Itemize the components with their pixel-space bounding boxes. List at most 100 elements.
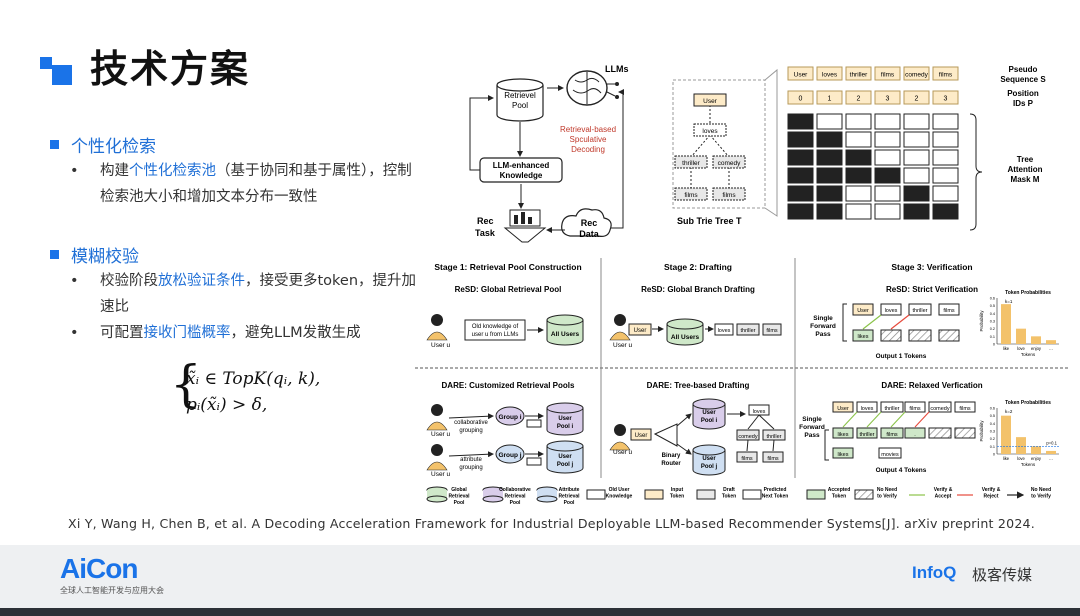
mask-cell <box>845 149 872 166</box>
token-label: films <box>766 328 778 334</box>
mask-cell <box>932 167 959 184</box>
item-text: ，避免LLM发散生成 <box>230 325 361 341</box>
position-id-label: 2 <box>857 96 861 103</box>
legend-label: Retrieval <box>448 494 470 500</box>
mask-label: Tree <box>1017 155 1034 164</box>
legend-swatch <box>537 490 557 499</box>
accept-arrow <box>862 314 882 330</box>
prob-bar <box>1046 340 1056 344</box>
mask-cell <box>903 167 930 184</box>
mask-cell <box>787 131 814 148</box>
stage-1-title: Stage 1: Retrieval Pool Construction <box>434 262 581 272</box>
token-label: loves <box>885 308 898 314</box>
draft-token <box>762 323 782 336</box>
item-text: 校验阶段 <box>100 273 158 289</box>
token-label: User <box>857 308 869 314</box>
figure-svg: Retrievel Pool LLMs Retrieval-based Spcu… <box>415 64 1070 506</box>
stage-grid: Stage 1: Retrieval Pool Construction Sta… <box>415 258 1070 478</box>
mask-cell <box>787 203 814 220</box>
user-icon <box>426 314 448 341</box>
dare-stage-2: User u User Binary Router User Pool i Us… <box>609 398 786 476</box>
trie-node-label: loves <box>702 128 718 135</box>
x-tick-label: like <box>1003 346 1010 351</box>
legend-label: Pool <box>564 500 575 506</box>
position-id-label: 0 <box>799 96 803 103</box>
group-i-node <box>495 406 525 426</box>
mask-cell <box>845 113 872 130</box>
draft-token <box>880 303 902 316</box>
mask-cell <box>787 185 814 202</box>
user-pool-i: User Pool i <box>546 402 584 436</box>
position-label: IDs P <box>1013 99 1034 108</box>
pseudo-label: Sequence S <box>1000 75 1046 84</box>
title-square-icon <box>40 49 76 85</box>
mask-cell <box>874 203 901 220</box>
old-knowledge-box <box>464 319 526 341</box>
prob-bar <box>1016 437 1026 454</box>
knowledge-label: Knowledge <box>500 171 543 180</box>
trie-node-label: films <box>684 192 698 199</box>
mask-cell <box>787 113 814 130</box>
item-highlight: 放松验证条件 <box>158 273 245 289</box>
x-tick-label: love <box>1017 346 1025 351</box>
mask-cell <box>874 149 901 166</box>
position-id <box>816 90 843 105</box>
no-verify-token <box>938 329 960 342</box>
pool-label: Retrievel <box>504 91 536 100</box>
brain-icon <box>566 70 619 106</box>
legend-label: Retrieval <box>558 494 580 500</box>
legend-label: Reject <box>983 494 998 500</box>
legend-label: Accepted <box>828 487 851 493</box>
mask-cell <box>903 203 930 220</box>
pseudo-token <box>845 66 872 81</box>
knowledge-box <box>526 419 542 428</box>
chart-title: Token Probabilities <box>1005 290 1051 296</box>
legend-label: Verify & <box>982 487 1001 493</box>
user-label: User u <box>431 431 451 438</box>
accepted-token <box>880 427 904 439</box>
legend-label: Token <box>670 494 684 500</box>
x-axis-label: Tokens <box>1021 462 1036 467</box>
trie-node-label: films <box>722 192 736 199</box>
k-annotation: k=2 <box>1005 409 1013 414</box>
all-users-pool: All Users <box>666 318 704 346</box>
footer-bar <box>0 608 1080 616</box>
rsd-label: Decoding <box>571 145 605 154</box>
retrieval-pool-cylinder: Retrievel Pool <box>496 78 544 122</box>
group-label: Group i <box>498 414 521 421</box>
user-icon <box>609 314 631 341</box>
token-label: thriller <box>860 432 875 438</box>
accepted-token <box>832 447 854 459</box>
pseudo-token-label: films <box>881 72 895 79</box>
y-tick-label: 0.3 <box>990 430 995 434</box>
legend-label: Token <box>832 494 846 500</box>
binary-router-icon <box>653 423 678 447</box>
item-highlight: 接收门槛概率 <box>143 325 231 341</box>
dare-s2-title: DARE: Tree-based Drafting <box>647 381 750 390</box>
token-label: thriller <box>741 328 756 334</box>
pseudo-token-label: thriller <box>850 72 869 79</box>
draft-token <box>904 401 926 413</box>
trie-caption: Sub Trie Tree T <box>677 216 742 226</box>
user-label: User u <box>613 342 633 349</box>
draft-token <box>938 303 960 316</box>
trie-node <box>693 93 727 107</box>
trie-node-label: User <box>703 98 718 105</box>
forward-label: Forward <box>799 424 825 431</box>
dare-s3-title: DARE: Relaxed Verfication <box>881 381 982 390</box>
user-pool-j: User Pool j <box>692 444 726 476</box>
legend-label: Retrieval <box>504 494 526 500</box>
mask-cell <box>845 203 872 220</box>
y-tick-label: 0 <box>993 453 995 457</box>
pool-label: User <box>702 410 716 416</box>
draft-token <box>762 451 784 463</box>
position-id-label: 3 <box>944 96 948 103</box>
item-highlight: 个性化检索池 <box>129 163 216 179</box>
trie-node-label: comedy <box>718 160 742 167</box>
input-token <box>628 323 652 336</box>
pool-label: Pool i <box>701 418 718 424</box>
token-probability-chart-2: Token Probabilities00.10.20.30.40.50.6Pr… <box>979 400 1059 467</box>
no-verify-token <box>908 329 932 342</box>
router-label: Binary <box>662 453 681 459</box>
